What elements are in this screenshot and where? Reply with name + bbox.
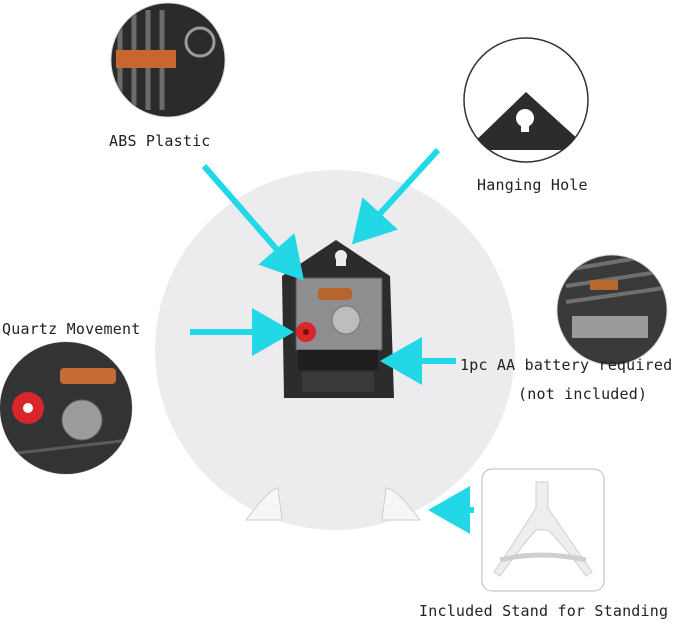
abs-plastic-closeup — [110, 2, 226, 118]
hanging-hole-closeup — [463, 37, 589, 163]
battery-note-label: (not included) — [518, 385, 648, 403]
stand-closeup — [481, 468, 605, 592]
pointer-arrows — [190, 147, 474, 534]
arrow-abs — [201, 164, 304, 281]
abs-plastic-label: ABS Plastic — [109, 132, 211, 150]
hanging-hole-label: Hanging Hole — [477, 176, 588, 194]
stand-label: Included Stand for Standing — [419, 602, 669, 620]
battery-closeup — [556, 254, 668, 366]
quartz-movement-label: Quartz Movement — [2, 320, 141, 338]
clock-movement — [282, 240, 394, 398]
arrow-hanging — [351, 147, 441, 245]
stand-feet — [244, 487, 422, 521]
quartz-movement-closeup — [0, 341, 133, 475]
battery-label: 1pc AA battery required — [460, 356, 673, 374]
